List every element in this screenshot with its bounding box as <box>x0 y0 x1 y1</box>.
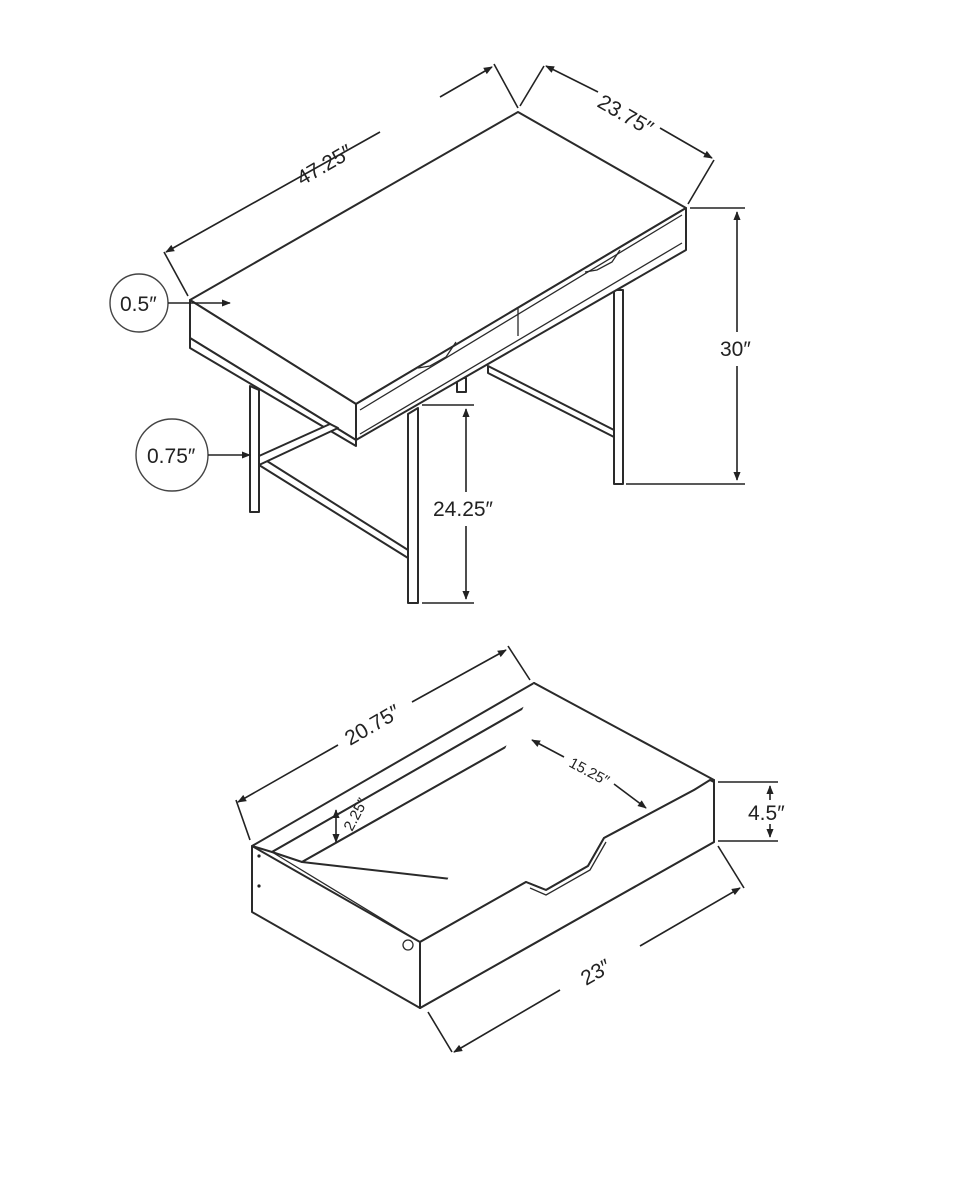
leg-thickness-label: 0.75″ <box>147 445 196 468</box>
desk-left-legs <box>249 385 419 604</box>
drawer-height-label: 4.5″ <box>748 802 785 825</box>
desk-depth-label: 23.75″ <box>594 90 658 140</box>
drawer-height-dimension: 4.5″ <box>718 781 785 842</box>
desk-back-legs <box>456 289 624 485</box>
desk-height-dimension: 30″ <box>626 207 751 485</box>
desk-clearance-label: 24.25″ <box>433 498 494 521</box>
desk-top <box>189 111 687 447</box>
drawer-drawing <box>251 682 715 1009</box>
desk-clearance-dimension: 24.25″ <box>422 404 494 604</box>
desk-left-crossbrace <box>258 423 409 559</box>
drawer-outer-width-label: 20.75″ <box>341 700 405 750</box>
desk-right-crossbrace <box>487 365 615 438</box>
top-thickness-callout: 0.5″ <box>109 273 231 333</box>
desk-width-label: 47.25″ <box>293 140 357 190</box>
drawer-length-label: 23″ <box>577 955 616 991</box>
leg-thickness-callout: 0.75″ <box>135 418 251 492</box>
top-thickness-label: 0.5″ <box>120 293 157 316</box>
desk-height-label: 30″ <box>720 338 751 361</box>
desk-drawing <box>189 111 687 604</box>
